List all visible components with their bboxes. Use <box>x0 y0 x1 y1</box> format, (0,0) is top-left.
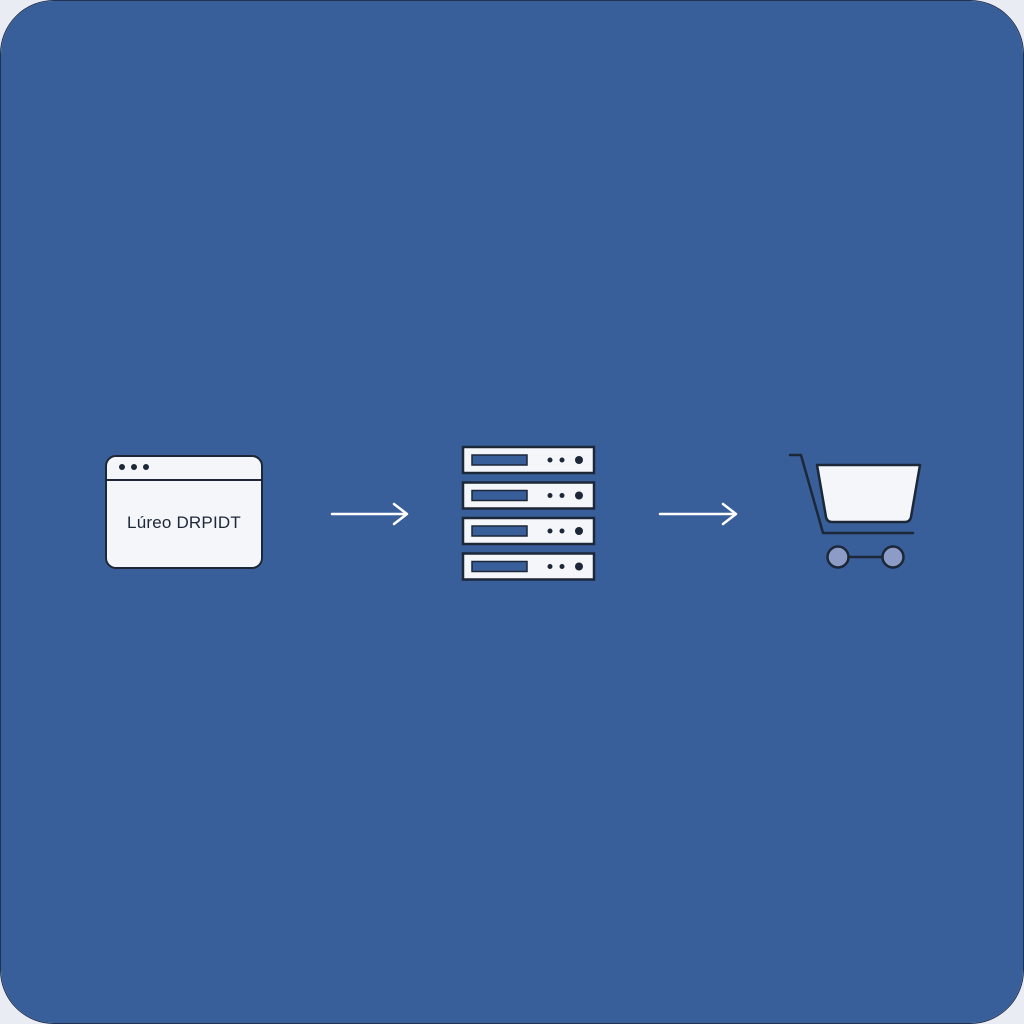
status-light <box>575 562 583 571</box>
cart-wheel <box>881 545 905 569</box>
server-unit <box>461 481 596 510</box>
server-unit <box>461 445 596 475</box>
arrow-head <box>721 502 738 526</box>
cart-handle <box>788 453 915 535</box>
shopping-cart-icon <box>788 453 922 569</box>
server-unit <box>461 516 596 546</box>
window-control-dot <box>131 464 137 470</box>
server-unit-body <box>461 481 596 510</box>
status-light <box>575 491 583 500</box>
arrow-right-icon <box>658 502 738 526</box>
window-control-dot <box>143 464 149 470</box>
cart-basket <box>815 463 922 524</box>
cart-wheel <box>826 545 850 569</box>
drive-slot <box>471 560 528 573</box>
drive-slot <box>471 454 528 466</box>
status-light <box>575 456 583 464</box>
browser-titlebar <box>107 457 261 481</box>
arrow-right-icon <box>330 502 409 526</box>
status-light <box>547 457 553 463</box>
status-light <box>547 528 553 534</box>
server-unit-body <box>461 552 596 581</box>
server-rack-icon <box>461 445 596 581</box>
server-unit <box>461 552 596 581</box>
window-control-dot <box>119 464 125 470</box>
status-light <box>547 564 553 569</box>
drive-slot <box>471 489 528 502</box>
status-light <box>547 493 553 498</box>
status-light <box>559 564 565 569</box>
browser-window-icon: Lúreo DRPIDT <box>105 455 263 569</box>
status-light <box>559 457 565 463</box>
status-light <box>575 527 583 535</box>
status-light <box>559 528 565 534</box>
drive-slot <box>471 525 528 537</box>
status-light <box>559 493 565 498</box>
arrow-head <box>392 502 409 526</box>
browser-label: Lúreo DRPIDT <box>127 513 241 532</box>
